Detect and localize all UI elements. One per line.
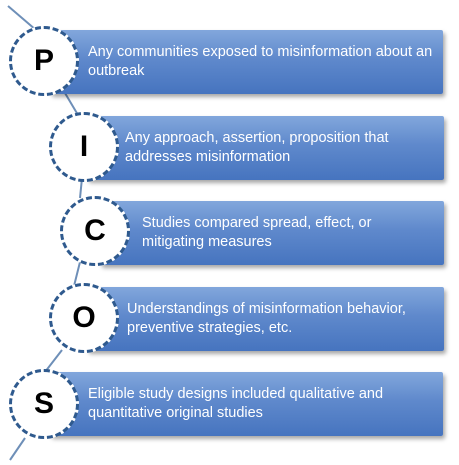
row-o-text: Understandings of misinformation behavio… [127,301,406,336]
row-c-circle: C [60,196,130,266]
row-p-box: Any communities exposed to misinformatio… [50,30,443,94]
row-i-box: Any approach, assertion, proposition tha… [87,116,444,180]
row-i-letter: I [79,130,89,163]
row-c-text: Studies compared spread, effect, or miti… [142,215,372,250]
row-p-letter: P [33,44,54,77]
row-s-letter: S [33,387,54,420]
row-o-letter: O [72,301,96,334]
row-o-box: Understandings of misinformation behavio… [87,287,444,351]
row-p-circle: P [9,26,79,96]
row-s-box: Eligible study designs included qualitat… [50,372,443,436]
row-c-letter: C [84,214,106,247]
row-p-text: Any communities exposed to misinformatio… [88,44,433,79]
row-s-text: Eligible study designs included qualitat… [88,386,384,421]
row-s-circle: S [9,369,79,439]
row-c-box: Studies compared spread, effect, or miti… [100,201,444,265]
row-i-circle: I [49,112,119,182]
row-o-circle: O [49,283,119,353]
row-i-text: Any approach, assertion, proposition tha… [125,130,389,165]
